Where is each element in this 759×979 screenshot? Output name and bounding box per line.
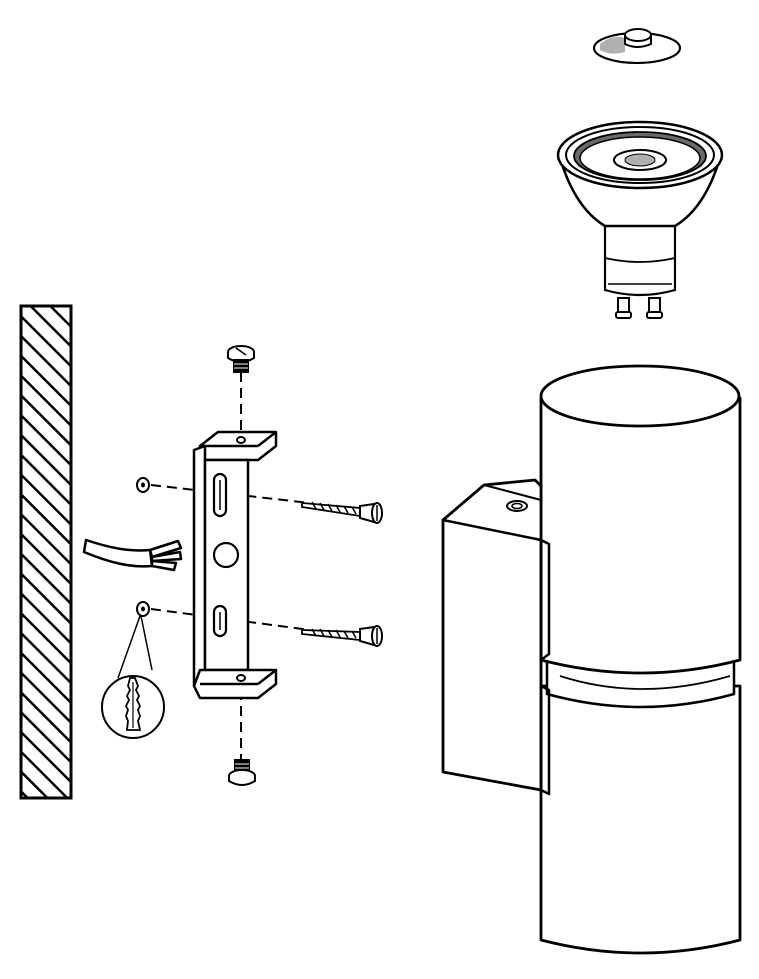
bracket-screw-top-icon bbox=[227, 345, 255, 373]
power-cable-icon bbox=[82, 538, 183, 572]
wall-plug-upper-icon bbox=[136, 477, 150, 493]
diffuser-glass-icon bbox=[593, 28, 681, 64]
lamp-housing-icon bbox=[441, 364, 742, 955]
bracket-screw-bottom-icon bbox=[228, 759, 256, 786]
wall-plug-lower-icon bbox=[136, 601, 150, 617]
wall bbox=[19, 304, 73, 800]
wall-plug-detail-icon bbox=[101, 615, 165, 739]
wall-screw-lower-icon bbox=[301, 625, 383, 647]
mounting-bracket-icon bbox=[192, 430, 278, 700]
gu10-bulb-icon bbox=[556, 120, 724, 319]
wall-screw-upper-icon bbox=[301, 501, 383, 524]
